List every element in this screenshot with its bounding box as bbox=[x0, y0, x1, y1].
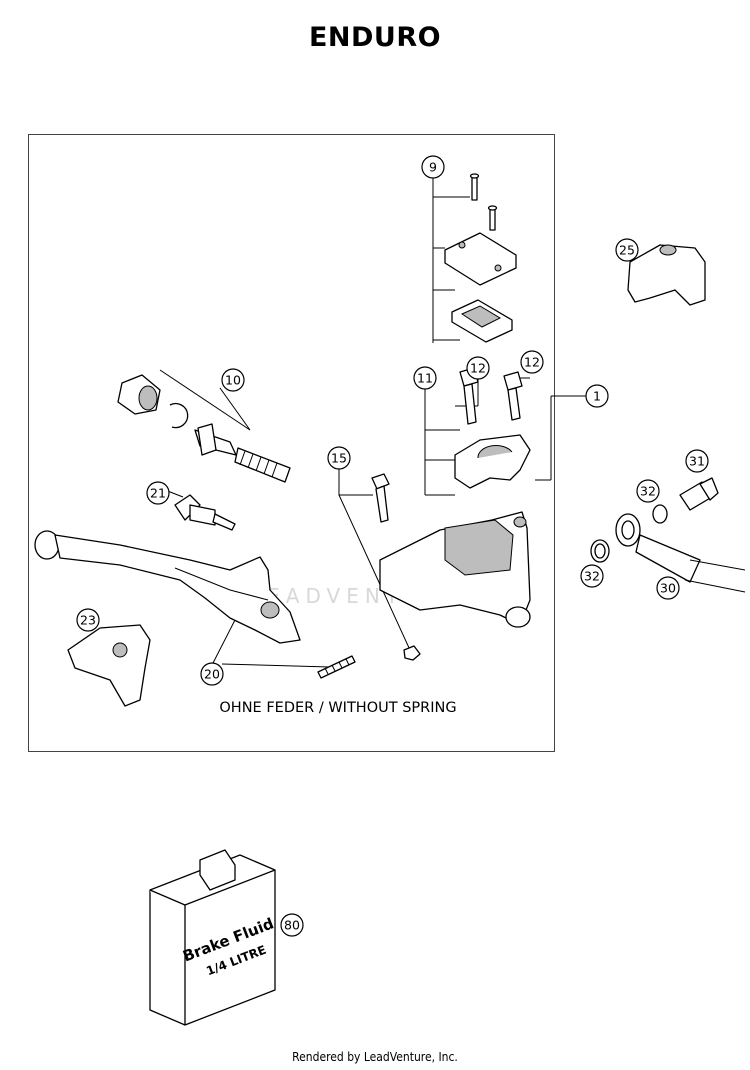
part-23-lever-cover bbox=[67, 624, 151, 707]
part-9-reservoir-cover bbox=[444, 173, 517, 343]
part-21-adjuster bbox=[174, 494, 236, 531]
svg-text:25: 25 bbox=[619, 243, 635, 258]
part-25-clamp bbox=[627, 244, 706, 306]
svg-text:9: 9 bbox=[429, 160, 437, 175]
callout-20: 20 bbox=[200, 662, 224, 686]
svg-text:80: 80 bbox=[284, 918, 300, 933]
callout-31: 31 bbox=[685, 449, 709, 473]
callout-25: 25 bbox=[615, 238, 639, 262]
callout-32b: 32 bbox=[580, 564, 604, 588]
svg-text:12: 12 bbox=[470, 361, 486, 376]
part-20-spring bbox=[317, 655, 356, 679]
svg-text:23: 23 bbox=[80, 613, 96, 628]
part-80-brake-fluid-bottle bbox=[149, 849, 276, 1026]
page-title: ENDURO bbox=[308, 22, 442, 53]
brake-hose-assembly bbox=[590, 477, 746, 593]
callout-10: 10 bbox=[221, 368, 245, 392]
callout-12a: 12 bbox=[466, 356, 490, 380]
svg-text:32: 32 bbox=[584, 569, 600, 584]
without-spring-note: OHNE FEDER / WITHOUT SPRING bbox=[219, 700, 457, 716]
svg-text:30: 30 bbox=[660, 581, 676, 596]
callout-21: 21 bbox=[146, 481, 170, 505]
master-cylinder-body bbox=[379, 511, 531, 628]
footer-credit: Rendered by LeadVenture, Inc. bbox=[292, 1050, 458, 1064]
brake-lever bbox=[34, 530, 301, 644]
svg-text:12: 12 bbox=[524, 355, 540, 370]
svg-text:20: 20 bbox=[204, 667, 220, 682]
svg-text:32: 32 bbox=[640, 484, 656, 499]
callout-12b: 12 bbox=[520, 350, 544, 374]
callout-9: 9 bbox=[421, 155, 445, 179]
callout-80: 80 bbox=[280, 913, 304, 937]
callout-32a: 32 bbox=[636, 479, 660, 503]
part-15-bolt bbox=[371, 473, 421, 661]
svg-text:11: 11 bbox=[417, 371, 433, 386]
assembly-frame bbox=[28, 134, 555, 752]
part-10-piston-kit bbox=[117, 374, 291, 483]
callout-23: 23 bbox=[76, 608, 100, 632]
svg-text:10: 10 bbox=[225, 373, 241, 388]
svg-text:1: 1 bbox=[593, 389, 601, 404]
callout-30: 30 bbox=[656, 576, 680, 600]
svg-text:21: 21 bbox=[150, 486, 166, 501]
callout-1: 1 bbox=[585, 384, 609, 408]
part-11-clamp bbox=[454, 367, 531, 489]
svg-text:15: 15 bbox=[331, 451, 347, 466]
svg-text:31: 31 bbox=[689, 454, 705, 469]
callout-15: 15 bbox=[327, 446, 351, 470]
callout-11: 11 bbox=[413, 366, 437, 390]
